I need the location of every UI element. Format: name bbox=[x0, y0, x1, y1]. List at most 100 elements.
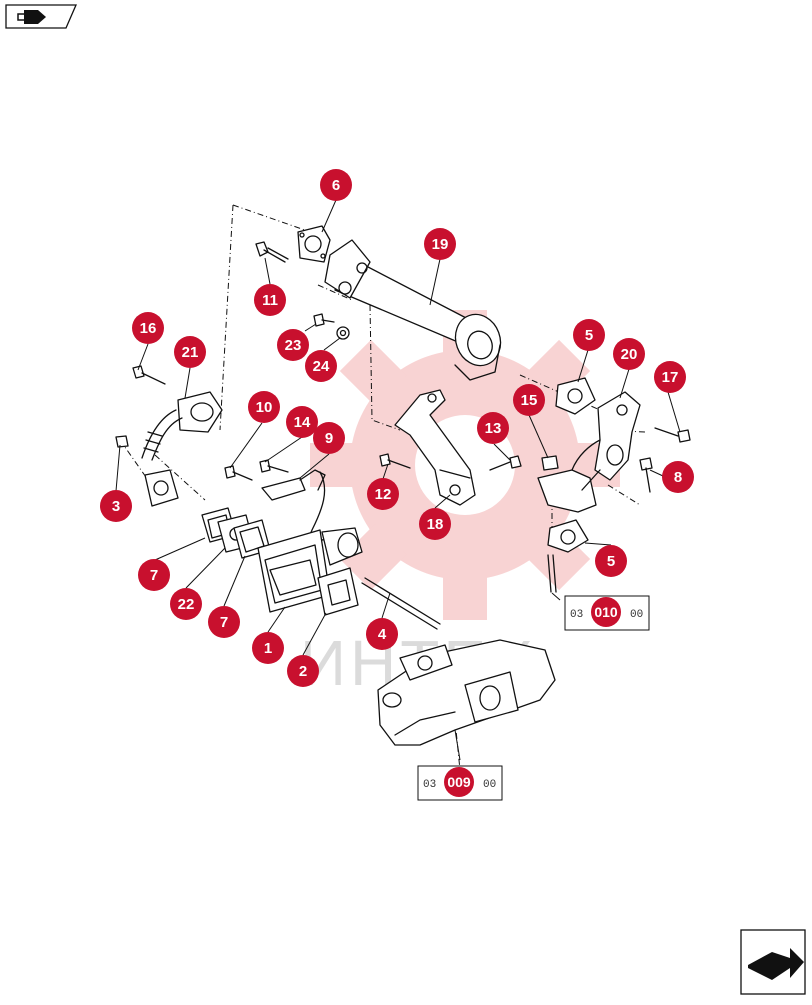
callout-circle bbox=[208, 606, 240, 638]
bracket-9 bbox=[261, 469, 336, 542]
callout-circle bbox=[513, 384, 545, 416]
callout-11[interactable]: 11 bbox=[254, 284, 286, 316]
callout-23[interactable]: 23 bbox=[277, 329, 309, 361]
reference-box-009[interactable]: 03 00 009 bbox=[417, 765, 503, 801]
book-page-icon[interactable] bbox=[5, 4, 77, 29]
callout-6[interactable]: 6 bbox=[320, 169, 352, 201]
svg-text:009: 009 bbox=[447, 774, 471, 790]
nut-15 bbox=[541, 455, 559, 471]
callout-17[interactable]: 17 bbox=[654, 361, 686, 393]
egr-valve-1 bbox=[257, 527, 363, 613]
callout-label: 4 bbox=[378, 626, 387, 643]
callout-circle bbox=[573, 319, 605, 351]
callout-circle bbox=[595, 545, 627, 577]
callout-label: 13 bbox=[485, 420, 502, 437]
callout-label: 5 bbox=[607, 553, 615, 570]
callout-4[interactable]: 4 bbox=[366, 618, 398, 650]
callout-1[interactable]: 1 bbox=[252, 632, 284, 664]
callout-circle bbox=[248, 391, 280, 423]
callout-label: 5 bbox=[585, 327, 593, 344]
callout-label: 15 bbox=[521, 392, 538, 409]
pipe-21 bbox=[141, 391, 223, 461]
callout-22[interactable]: 22 bbox=[170, 588, 202, 620]
callout-circle bbox=[100, 490, 132, 522]
callout-circle bbox=[662, 461, 694, 493]
callout-14[interactable]: 14 bbox=[286, 406, 318, 438]
callout-label: 10 bbox=[256, 399, 273, 416]
callout-label: 2 bbox=[299, 663, 307, 680]
callout-24[interactable]: 24 bbox=[305, 350, 337, 382]
callout-5[interactable]: 5 bbox=[573, 319, 605, 351]
callout-circle bbox=[313, 422, 345, 454]
next-page-arrow-icon[interactable] bbox=[740, 929, 806, 995]
egr-cooler-19 bbox=[324, 239, 502, 381]
callout-label: 14 bbox=[294, 414, 311, 431]
callout-label: 21 bbox=[182, 344, 199, 361]
callout-7[interactable]: 7 bbox=[208, 606, 240, 638]
pipe-bracket bbox=[537, 439, 601, 513]
callout-12[interactable]: 12 bbox=[367, 478, 399, 510]
callout-circle bbox=[138, 559, 170, 591]
callout-10[interactable]: 10 bbox=[248, 391, 280, 423]
washer-24 bbox=[336, 326, 350, 340]
callout-label: 22 bbox=[178, 596, 195, 613]
callout-16[interactable]: 16 bbox=[132, 312, 164, 344]
flange-plate bbox=[144, 469, 179, 507]
callout-label: 16 bbox=[140, 320, 157, 337]
callout-circle bbox=[174, 336, 206, 368]
callout-13[interactable]: 13 bbox=[477, 412, 509, 444]
callout-label: 9 bbox=[325, 430, 333, 447]
callout-label: 17 bbox=[662, 369, 679, 386]
bolt-13 bbox=[489, 455, 522, 471]
callout-label: 19 bbox=[432, 236, 449, 253]
gasket-5-upper bbox=[555, 377, 596, 415]
callout-label: 3 bbox=[112, 498, 120, 515]
callout-21[interactable]: 21 bbox=[174, 336, 206, 368]
callout-18[interactable]: 18 bbox=[419, 508, 451, 540]
callout-layer: 6191123241621520171510149133121887227124… bbox=[100, 169, 694, 687]
callout-circle bbox=[277, 329, 309, 361]
callout-label: 23 bbox=[285, 337, 302, 354]
callout-3[interactable]: 3 bbox=[100, 490, 132, 522]
stud-4 bbox=[361, 577, 441, 630]
callout-20[interactable]: 20 bbox=[613, 338, 645, 370]
callout-5[interactable]: 5 bbox=[595, 545, 627, 577]
callout-circle bbox=[419, 508, 451, 540]
bolt-14 bbox=[259, 459, 289, 473]
bolt-10 bbox=[224, 465, 253, 481]
callout-9[interactable]: 9 bbox=[313, 422, 345, 454]
svg-text:00: 00 bbox=[630, 609, 643, 621]
callout-19[interactable]: 19 bbox=[424, 228, 456, 260]
callout-circle bbox=[287, 655, 319, 687]
bolt-11 bbox=[255, 241, 289, 263]
reference-box-010[interactable]: 03 00 010 bbox=[564, 595, 650, 631]
callout-label: 8 bbox=[674, 469, 682, 486]
callout-circle bbox=[132, 312, 164, 344]
callout-label: 11 bbox=[262, 292, 278, 309]
callout-label: 24 bbox=[313, 358, 330, 375]
callout-7[interactable]: 7 bbox=[138, 559, 170, 591]
gasket-5-lower bbox=[547, 519, 589, 553]
bolt-17 bbox=[654, 427, 691, 443]
callout-2[interactable]: 2 bbox=[287, 655, 319, 687]
svg-text:010: 010 bbox=[594, 604, 618, 620]
callout-circle bbox=[170, 588, 202, 620]
svg-text:00: 00 bbox=[483, 779, 496, 791]
callout-label: 20 bbox=[621, 346, 638, 363]
callout-circle bbox=[613, 338, 645, 370]
stud bbox=[547, 554, 557, 593]
elbow-20 bbox=[594, 391, 641, 481]
callout-circle bbox=[366, 618, 398, 650]
callout-circle bbox=[320, 169, 352, 201]
callout-label: 12 bbox=[375, 486, 392, 503]
callout-15[interactable]: 15 bbox=[513, 384, 545, 416]
bolt-12 bbox=[379, 453, 411, 469]
gasket-2 bbox=[317, 567, 359, 616]
callout-8[interactable]: 8 bbox=[662, 461, 694, 493]
nut-3 bbox=[115, 435, 129, 448]
callout-circle bbox=[477, 412, 509, 444]
svg-text:03: 03 bbox=[423, 779, 436, 791]
svg-text:03: 03 bbox=[570, 609, 583, 621]
